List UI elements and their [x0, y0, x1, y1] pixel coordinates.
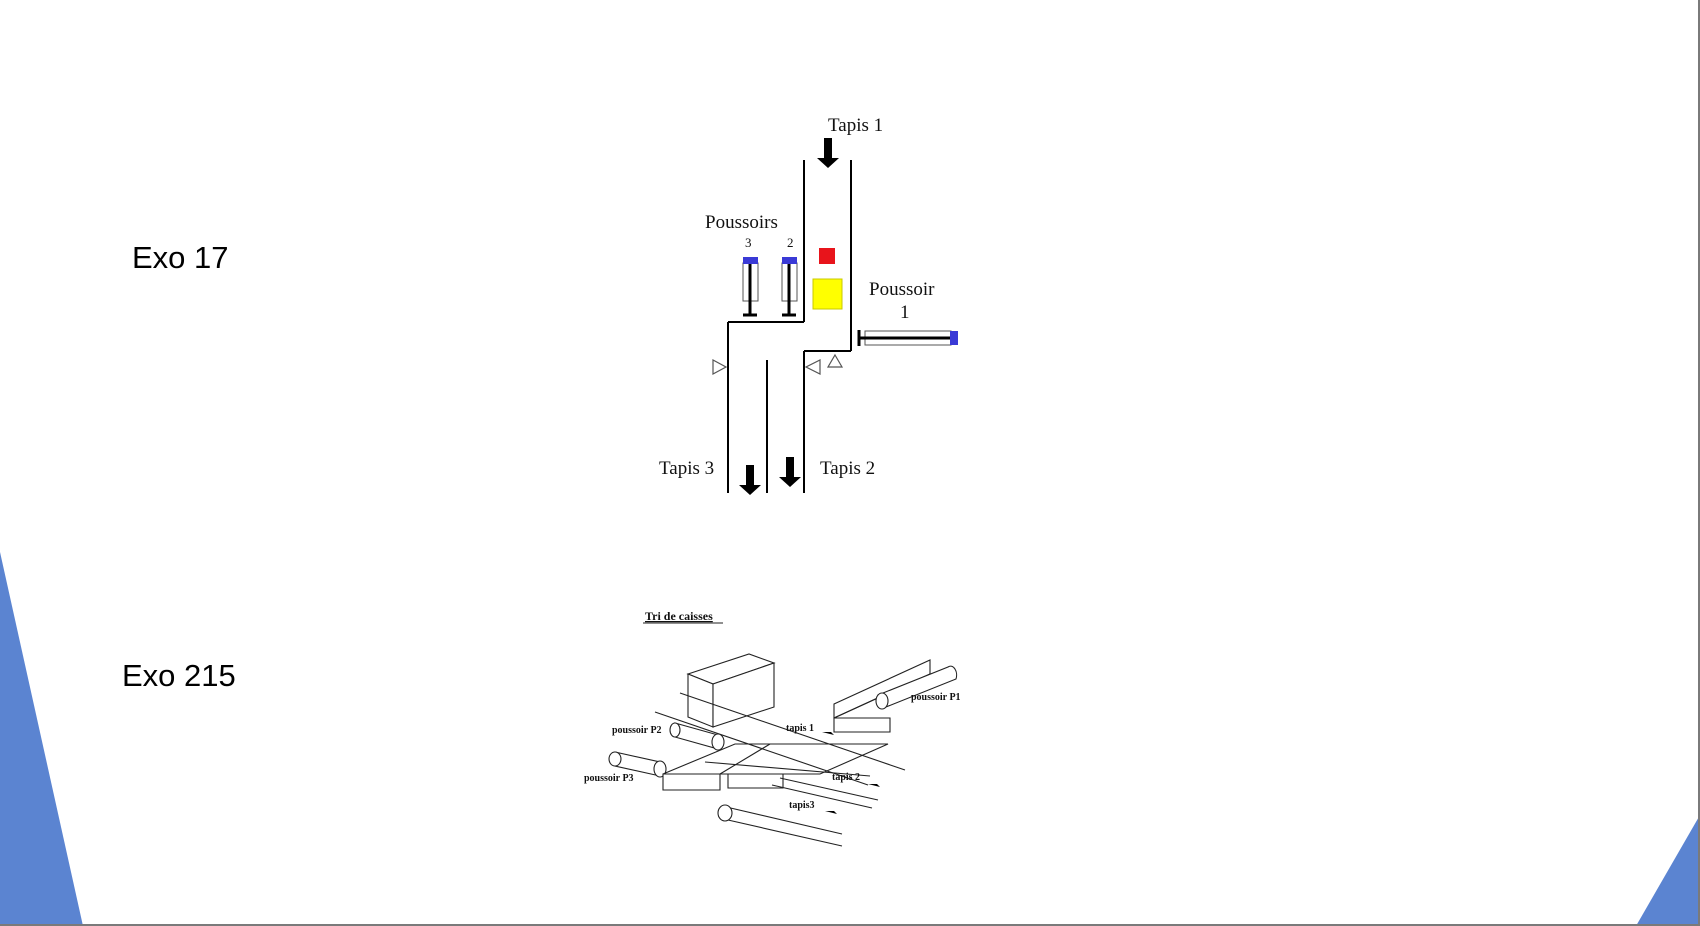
pusher-1 — [857, 330, 958, 346]
tapis-2-arrow-icon — [779, 457, 801, 487]
diagram-215-title: Tri de caisses — [645, 609, 713, 623]
pusher-2 — [781, 257, 798, 317]
sorting-line-drawing — [608, 653, 958, 847]
poussoir-p1-label: poussoir P1 — [911, 692, 961, 703]
belt-arrows — [822, 732, 880, 814]
tapis-1-small-arrow-icon — [822, 732, 834, 735]
small-box — [819, 248, 835, 264]
sensors — [712, 353, 844, 376]
poussoir-1-number: 1 — [900, 302, 910, 323]
tapis-2-label-215: tapis 2 — [832, 772, 860, 783]
tapis-1-label: Tapis 1 — [828, 115, 883, 136]
tapis-3-label: Tapis 3 — [659, 458, 714, 479]
poussoir-1-label: Poussoir — [869, 279, 935, 300]
exo-215-label: Exo 215 — [122, 658, 236, 693]
tapis-3-small-arrow-icon — [825, 811, 837, 814]
poussoir-p3-label: poussoir P3 — [584, 773, 634, 784]
conveyor-walls — [727, 160, 852, 493]
sensor-tapis-2-icon — [804, 359, 821, 375]
tapis-2-small-arrow-icon — [868, 784, 880, 787]
poussoir-p2-label: poussoir P2 — [612, 725, 662, 736]
right-accent-triangle — [1636, 815, 1700, 926]
tapis-2-label: Tapis 2 — [820, 458, 875, 479]
exo-17-label: Exo 17 — [132, 240, 229, 275]
left-accent-triangle — [0, 552, 83, 926]
direction-arrows — [739, 138, 839, 495]
tapis-3-arrow-icon — [739, 465, 761, 495]
pusher-3-number: 3 — [745, 235, 752, 250]
large-box — [812, 278, 843, 310]
tapis-3-label-215: tapis3 — [789, 800, 815, 811]
tapis-1-arrow-icon — [817, 138, 839, 168]
pusher-2-number: 2 — [787, 235, 794, 250]
poussoirs-label: Poussoirs — [705, 212, 778, 233]
sensor-tapis-3-icon — [712, 358, 728, 376]
pusher-3 — [742, 257, 759, 317]
tapis-1-label-215: tapis 1 — [786, 723, 814, 734]
sensor-pusher-1-icon — [826, 353, 844, 368]
